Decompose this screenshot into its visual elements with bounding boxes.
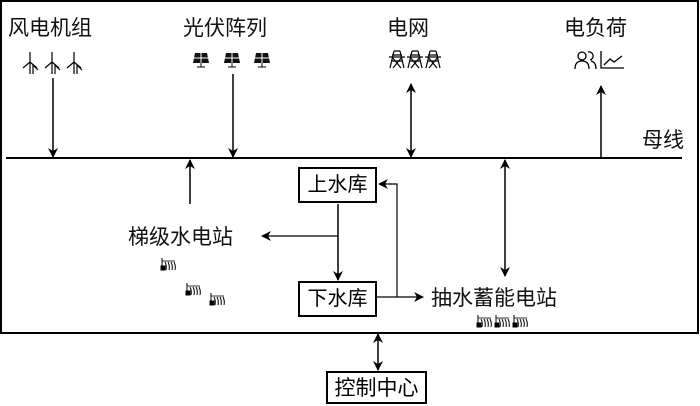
hydro-dam-icon — [476, 315, 492, 328]
wind-turbine-icon — [44, 52, 61, 74]
wind-turbine-icon — [66, 52, 83, 74]
bus-label: 母线 — [642, 128, 684, 152]
line-chart-icon — [600, 51, 624, 69]
hydro-dam-icon — [209, 293, 225, 306]
transmission-tower-icons — [389, 50, 441, 69]
cascade-hydro-label: 梯级水电站 — [128, 225, 233, 249]
pumped-storage-label: 抽水蓄能电站 — [431, 286, 557, 310]
transmission-tower-icon — [407, 50, 423, 69]
transmission-tower-icon — [389, 50, 405, 69]
pv-label: 光伏阵列 — [183, 16, 267, 40]
wind-label: 风电机组 — [8, 16, 92, 40]
lower-reservoir-box: 下水库 — [298, 281, 377, 317]
transmission-tower-icon — [425, 50, 441, 69]
solar-panel-icons — [193, 53, 270, 68]
load-icons — [574, 51, 624, 70]
hydro-dam-icons — [160, 258, 528, 328]
solar-panel-icon — [254, 53, 270, 68]
hydro-dam-icon — [494, 315, 510, 328]
control-center-box: 控制中心 — [326, 371, 427, 404]
load-label: 电负荷 — [564, 16, 627, 40]
hydro-dam-icon — [185, 283, 201, 296]
upper-reservoir-box: 上水库 — [298, 167, 377, 203]
wind-turbine-icon — [22, 52, 39, 74]
wind-turbine-icons — [22, 52, 83, 74]
hydro-dam-icon — [160, 258, 176, 271]
solar-panel-icon — [193, 53, 209, 68]
pump-return-arrow — [377, 179, 398, 298]
system-boundary — [0, 0, 699, 334]
grid-label: 电网 — [387, 16, 429, 40]
hydro-dam-icon — [512, 315, 528, 328]
solar-panel-icon — [224, 53, 240, 68]
people-icon — [574, 51, 597, 70]
